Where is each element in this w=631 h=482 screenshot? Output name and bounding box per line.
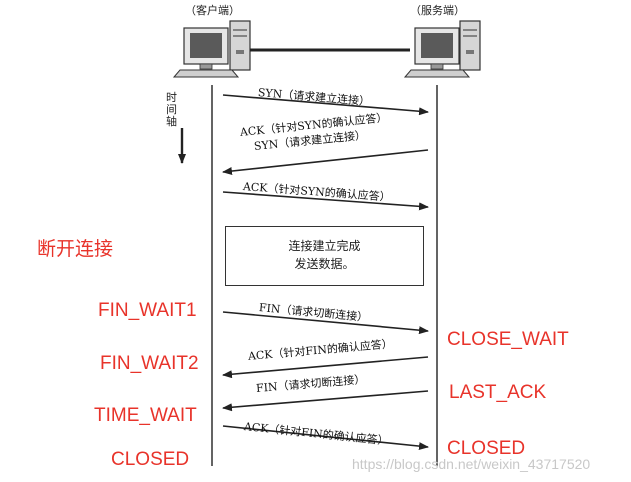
server-state-close-wait: CLOSE_WAIT [447, 329, 569, 350]
ack-syn-arrow [222, 191, 429, 211]
client-state-fin-wait2: FIN_WAIT2 [100, 353, 199, 374]
ack-fin-2-arrow [222, 425, 429, 451]
server-label: （服务端） [410, 4, 465, 17]
connection-established-line1: 连接建立完成 [288, 239, 361, 253]
ack-fin-1-arrow [222, 356, 429, 379]
syn-ack-arrow [222, 149, 429, 176]
syn-arrow [222, 94, 429, 116]
client-state-closed: CLOSED [111, 449, 190, 470]
watermark: https://blog.csdn.net/weixin_43717520 [352, 456, 591, 472]
client-state-time-wait: TIME_WAIT [94, 405, 197, 426]
server-state-closed: CLOSED [447, 438, 526, 459]
server-computer-icon [403, 20, 481, 78]
client-state-fin-wait1: FIN_WAIT1 [98, 300, 197, 321]
connection-established-box: 连接建立完成 发送数据。 [225, 226, 424, 286]
server-state-last-ack: LAST_ACK [449, 382, 547, 403]
fin-2-arrow [222, 390, 429, 412]
time-axis-label: 时间轴 [166, 91, 177, 128]
client-label: （客户端） [185, 4, 240, 17]
disconnect-section-label: 断开连接 [37, 239, 114, 260]
client-computer-icon [172, 20, 251, 78]
connection-established-line2: 发送数据。 [294, 257, 355, 271]
fin-1-arrow [222, 311, 429, 335]
